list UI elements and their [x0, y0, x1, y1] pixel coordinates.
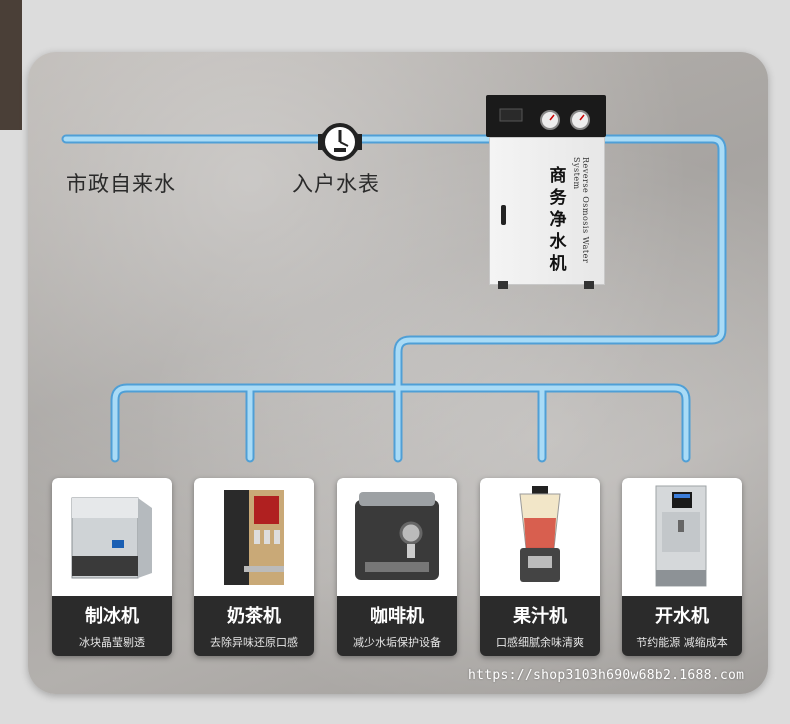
- card-title: 果汁机: [480, 602, 600, 628]
- purifier-subtitle: Reverse Osmosis Water System: [572, 157, 590, 290]
- purifier-title: 商务净水机: [548, 165, 568, 275]
- card-title: 咖啡机: [337, 602, 457, 628]
- purifier-wheels: [494, 281, 598, 291]
- card-title: 制冰机: [52, 602, 172, 628]
- card-water-boiler: 开水机 节约能源 减缩成本: [622, 478, 742, 656]
- card-title: 奶茶机: [194, 602, 314, 628]
- card-subtitle: 减少水垢保护设备: [337, 634, 457, 650]
- card-subtitle: 去除异味还原口感: [194, 634, 314, 650]
- card-coffee-machine: 咖啡机 减少水垢保护设备: [337, 478, 457, 656]
- ice-machine-icon: [52, 478, 172, 596]
- card-juicer: 果汁机 口感细腻余味清爽: [480, 478, 600, 656]
- water-meter-icon: [316, 118, 364, 166]
- water-boiler-icon: [622, 478, 742, 596]
- card-ice-machine: 制冰机 冰块晶莹剔透: [52, 478, 172, 656]
- water-meter-label: 入户水表: [292, 168, 380, 198]
- purifier-door-handle: [501, 205, 506, 225]
- milk-tea-machine-icon: [194, 478, 314, 596]
- pressure-gauge-icon: [486, 95, 606, 137]
- purifier-control-panel: [486, 95, 606, 137]
- card-subtitle: 冰块晶莹剔透: [52, 634, 172, 650]
- municipal-water-label: 市政自来水: [66, 168, 176, 198]
- juicer-icon: [480, 478, 600, 596]
- card-subtitle: 节约能源 减缩成本: [622, 634, 742, 650]
- card-title: 开水机: [622, 602, 742, 628]
- card-subtitle: 口感细腻余味清爽: [480, 634, 600, 650]
- coffee-machine-icon: [337, 478, 457, 596]
- commercial-purifier: 商务净水机 Reverse Osmosis Water System: [486, 95, 606, 290]
- shop-watermark: https://shop3103h690w68b2.1688.com: [468, 668, 744, 683]
- card-milk-tea-machine: 奶茶机 去除异味还原口感: [194, 478, 314, 656]
